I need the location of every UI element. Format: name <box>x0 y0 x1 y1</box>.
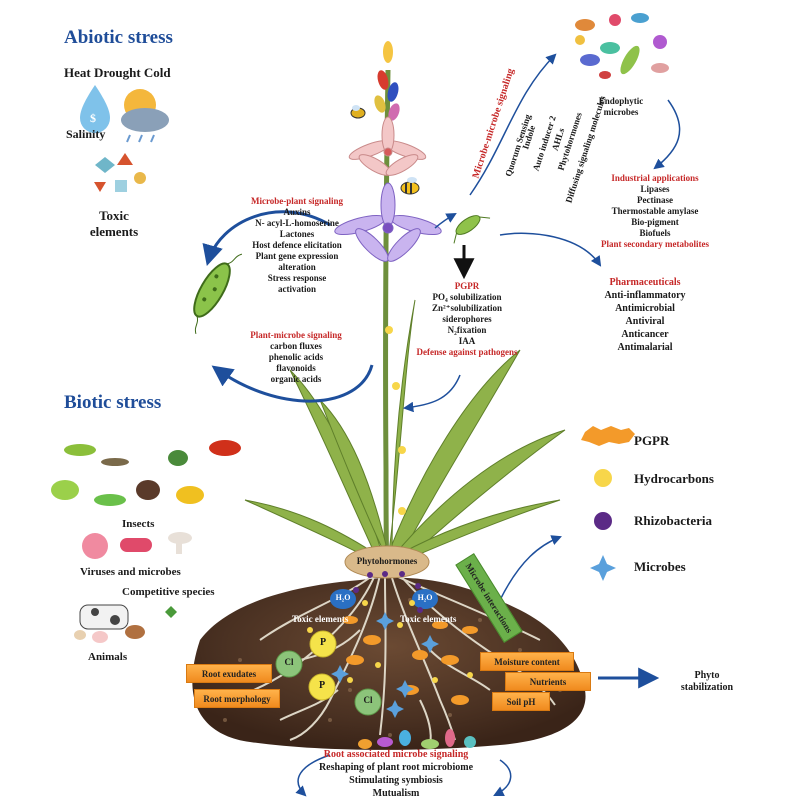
legend-hydrocarbons-label: Hydrocarbons <box>634 471 714 486</box>
root-exudates-box: Root exudates <box>186 664 272 683</box>
animals-label: Animals <box>88 651 128 663</box>
p-circle-bottom <box>308 673 336 701</box>
soil-ph-box: Soil pH <box>492 692 550 711</box>
insects-icon <box>51 440 241 506</box>
insects-label: Insects <box>122 518 155 530</box>
soil-hydrocarbon-dots <box>307 600 473 683</box>
svg-text:$: $ <box>90 111 96 125</box>
moisture-content-box: Moisture content <box>480 652 574 671</box>
pink-flower <box>348 116 427 176</box>
legend-rhizobacteria-dot <box>594 512 612 530</box>
cl-circle-bottom <box>354 688 382 716</box>
biotic-stress-title: Biotic stress <box>64 392 162 413</box>
soil-microbe-stars <box>331 612 439 718</box>
arrow-root-right <box>493 759 512 796</box>
bee-icon <box>350 105 366 119</box>
weather-icon <box>121 89 169 143</box>
arrow-plant-microbe <box>211 364 374 403</box>
flower-buds <box>374 41 400 121</box>
heat-drought-cold-label: Heat Drought Cold <box>64 65 171 80</box>
cl-circle-left <box>275 650 303 678</box>
salinity-label: Salinity <box>66 127 106 141</box>
arrow-microbe-plant <box>202 210 331 267</box>
plant-microbe-signaling-block: Plant-microbe signaling carbon fluxes ph… <box>250 330 342 384</box>
legend-pgpr-shape <box>581 426 635 446</box>
h2o-left-label: H₂O <box>335 593 351 602</box>
phytohormones-blob <box>344 545 430 579</box>
viruses-microbes-icon <box>82 532 192 559</box>
legend-hydrocarbons-dot <box>594 469 612 487</box>
purple-flower <box>334 182 442 262</box>
toxic-elements-shapes-icon <box>94 153 146 192</box>
arrow-to-bacterium <box>434 212 457 229</box>
bacterium-icon <box>453 215 491 244</box>
arrow-to-pharma <box>499 232 602 267</box>
arrow-interactions <box>499 535 562 601</box>
bottom-microbes-cluster <box>358 729 476 749</box>
soil-rhizobacteria-dots <box>353 583 423 613</box>
bee-icon <box>400 177 420 195</box>
endophytic-microbes-label: Endophytic microbes <box>598 96 644 117</box>
legend-microbes-star <box>590 555 616 581</box>
legend-microbes-label: Microbes <box>634 559 686 574</box>
arrow-endophyte-down <box>653 99 681 170</box>
animals-icon <box>74 604 177 643</box>
h2o-left <box>330 589 356 609</box>
toxic-elements-right-label: Toxic elements <box>400 614 457 624</box>
legend-pgpr-label: PGPR <box>634 433 670 448</box>
microbe-plant-signaling-block: Microbe-plant signaling Auxins N- acyl-L… <box>250 196 344 294</box>
h2o-right <box>412 589 438 609</box>
p-circle-top <box>309 630 337 658</box>
cl-bottom-label: Cl <box>363 695 373 705</box>
root-associated-signaling-block: Root associated microbe signaling Reshap… <box>318 749 474 799</box>
industrial-applications-block: Industrial applications Lipases Pectinas… <box>601 173 709 249</box>
pharmaceuticals-block: Pharmaceuticals Anti-inflammatory Antimi… <box>604 277 686 353</box>
nutrients-box: Nutrients <box>505 672 591 691</box>
arrow-root-left <box>295 754 331 797</box>
plant-stem <box>383 69 391 566</box>
h2o-right-label: H₂O <box>417 593 433 602</box>
endophytic-microbes-cluster <box>575 13 669 79</box>
phytohormones-label: Phytohormones <box>356 556 418 566</box>
cl-left-label: Cl <box>284 657 294 667</box>
arrow-pgpr-to-plant <box>402 374 461 413</box>
plant-leaves <box>244 299 566 567</box>
abiotic-stress-title: Abiotic stress <box>64 27 173 48</box>
competitive-species-label: Competitive species <box>122 586 215 598</box>
root-morphology-box: Root morphology <box>194 689 280 708</box>
legend-rhizobacteria-label: Rhizobacteria <box>634 513 712 528</box>
pgpr-functions-block: PGPR PO₄ solubilization Zn²⁺solubilizati… <box>416 281 518 357</box>
p-bottom-label: P <box>318 680 326 691</box>
arrow-microbe-microbe <box>469 53 557 196</box>
green-bacterium-icon <box>193 253 243 334</box>
viruses-microbes-label: Viruses and microbes <box>80 566 181 578</box>
p-top-label: P <box>319 637 327 648</box>
toxic-elements-left-label: Toxic elements <box>292 614 349 624</box>
water-drop-icon: $ <box>80 85 110 133</box>
stem-hydrocarbon-dots <box>385 326 406 515</box>
